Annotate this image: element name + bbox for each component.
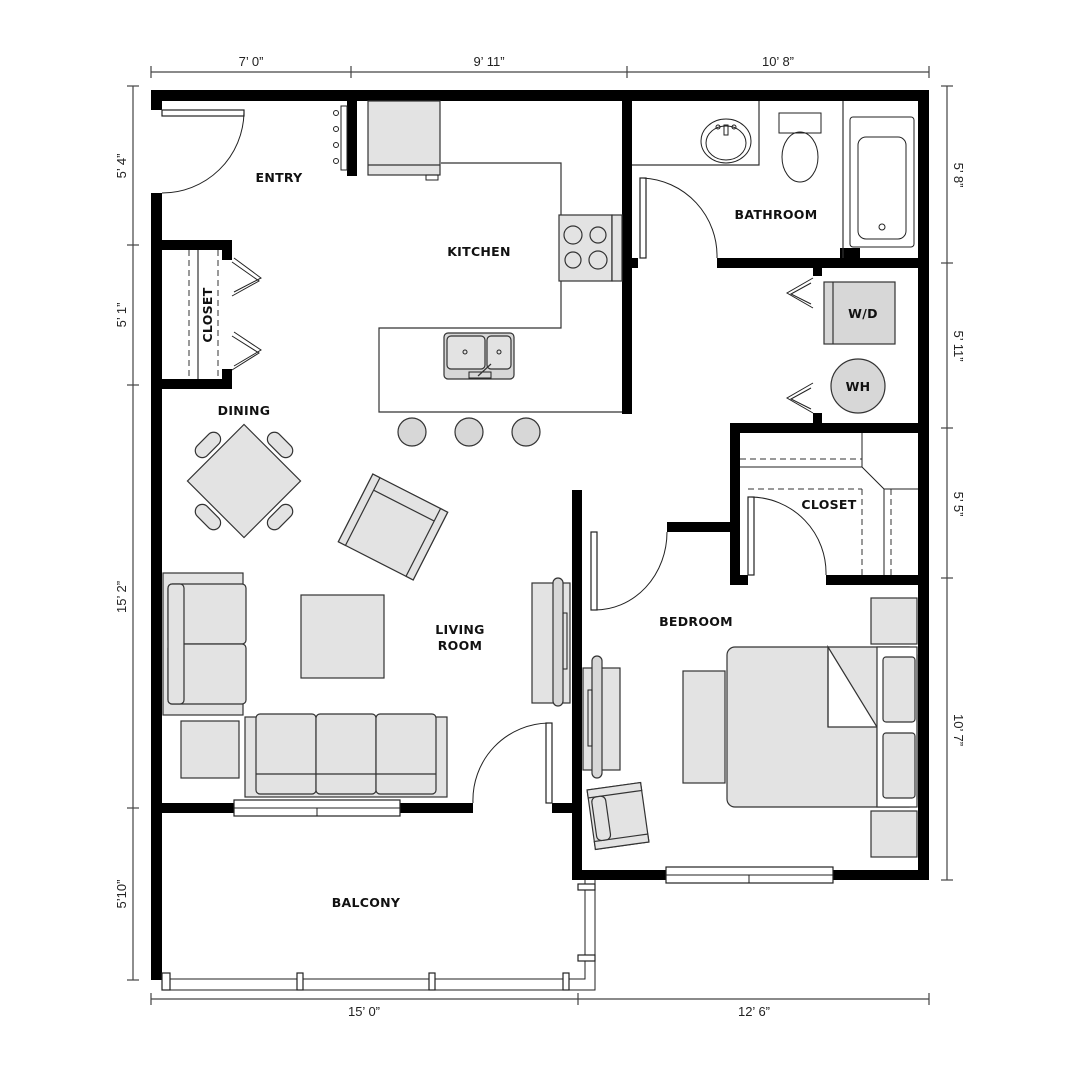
- tv-stand-bedroom: [582, 655, 621, 779]
- label-water-heater: WH: [846, 379, 871, 394]
- bench: [682, 670, 726, 784]
- dimension-right: 5’ 8” 5’ 11” 5’ 5” 10’ 7”: [941, 85, 966, 881]
- closet-left: [188, 250, 262, 379]
- dim-right-2: 5’ 11”: [951, 330, 966, 361]
- dim-top-2: 9’ 11”: [473, 54, 504, 69]
- dim-right-1: 5’ 8”: [951, 163, 966, 188]
- refrigerator: [367, 100, 441, 176]
- label-balcony: BALCONY: [332, 895, 401, 910]
- label-living-1: LIVING: [435, 622, 484, 637]
- label-entry: ENTRY: [255, 170, 303, 185]
- laundry: [785, 277, 896, 414]
- kitchen-counter: [367, 100, 622, 413]
- closet-right: [740, 433, 918, 576]
- bedroom-door: [590, 531, 668, 611]
- dimension-bottom: 15’ 0” 12’ 6”: [150, 993, 930, 1019]
- dimension-left: 5’ 4” 5’ 1” 15’ 2” 5’10”: [114, 85, 139, 981]
- armchair-living: [337, 473, 449, 581]
- bedroom-window: [665, 866, 834, 884]
- label-dining: DINING: [218, 403, 271, 418]
- coat-hooks: [333, 105, 348, 171]
- armchair-bedroom: [586, 781, 650, 851]
- bar-stools: [397, 417, 541, 447]
- nightstand-top: [870, 597, 918, 645]
- bed: [682, 644, 918, 808]
- label-bathroom: BATHROOM: [735, 207, 818, 222]
- end-table: [180, 720, 240, 779]
- dim-top-1: 7’ 0”: [239, 54, 264, 69]
- tv-stand-living: [531, 577, 571, 707]
- dim-left-2: 5’ 1”: [114, 303, 129, 328]
- bathroom-fixtures: [632, 101, 915, 258]
- dim-bottom-1: 15’ 0”: [348, 1004, 380, 1019]
- dim-bottom-2: 12’ 6”: [738, 1004, 770, 1019]
- label-washer-dryer: W/D: [848, 306, 878, 321]
- label-kitchen: KITCHEN: [447, 244, 511, 259]
- loveseat: [162, 572, 247, 716]
- label-bedroom: BEDROOM: [659, 614, 733, 629]
- coffee-table: [300, 594, 385, 679]
- balcony-door: [472, 722, 553, 804]
- living-window: [233, 799, 401, 817]
- dim-top-3: 10’ 8”: [762, 54, 794, 69]
- dim-left-4: 5’10”: [114, 880, 129, 909]
- nightstand-bottom: [870, 810, 918, 858]
- dimension-top: 7’ 0” 9’ 11” 10’ 8”: [150, 54, 930, 78]
- sofa: [244, 713, 448, 798]
- label-closet-right: CLOSET: [801, 497, 856, 512]
- label-living-2: ROOM: [438, 638, 483, 653]
- dim-left-3: 15’ 2”: [114, 581, 129, 613]
- stove: [558, 214, 623, 282]
- entry-door: [161, 109, 245, 194]
- walls: [151, 90, 929, 980]
- dim-right-3: 5’ 5”: [951, 492, 966, 517]
- dim-right-4: 10’ 7”: [951, 714, 966, 746]
- label-closet-left: CLOSET: [200, 287, 215, 342]
- bathroom-door: [632, 177, 718, 268]
- dining-set: [186, 423, 302, 539]
- dim-left-1: 5’ 4”: [114, 154, 129, 179]
- kitchen-sink: [443, 332, 515, 380]
- balcony-railing: [161, 880, 596, 991]
